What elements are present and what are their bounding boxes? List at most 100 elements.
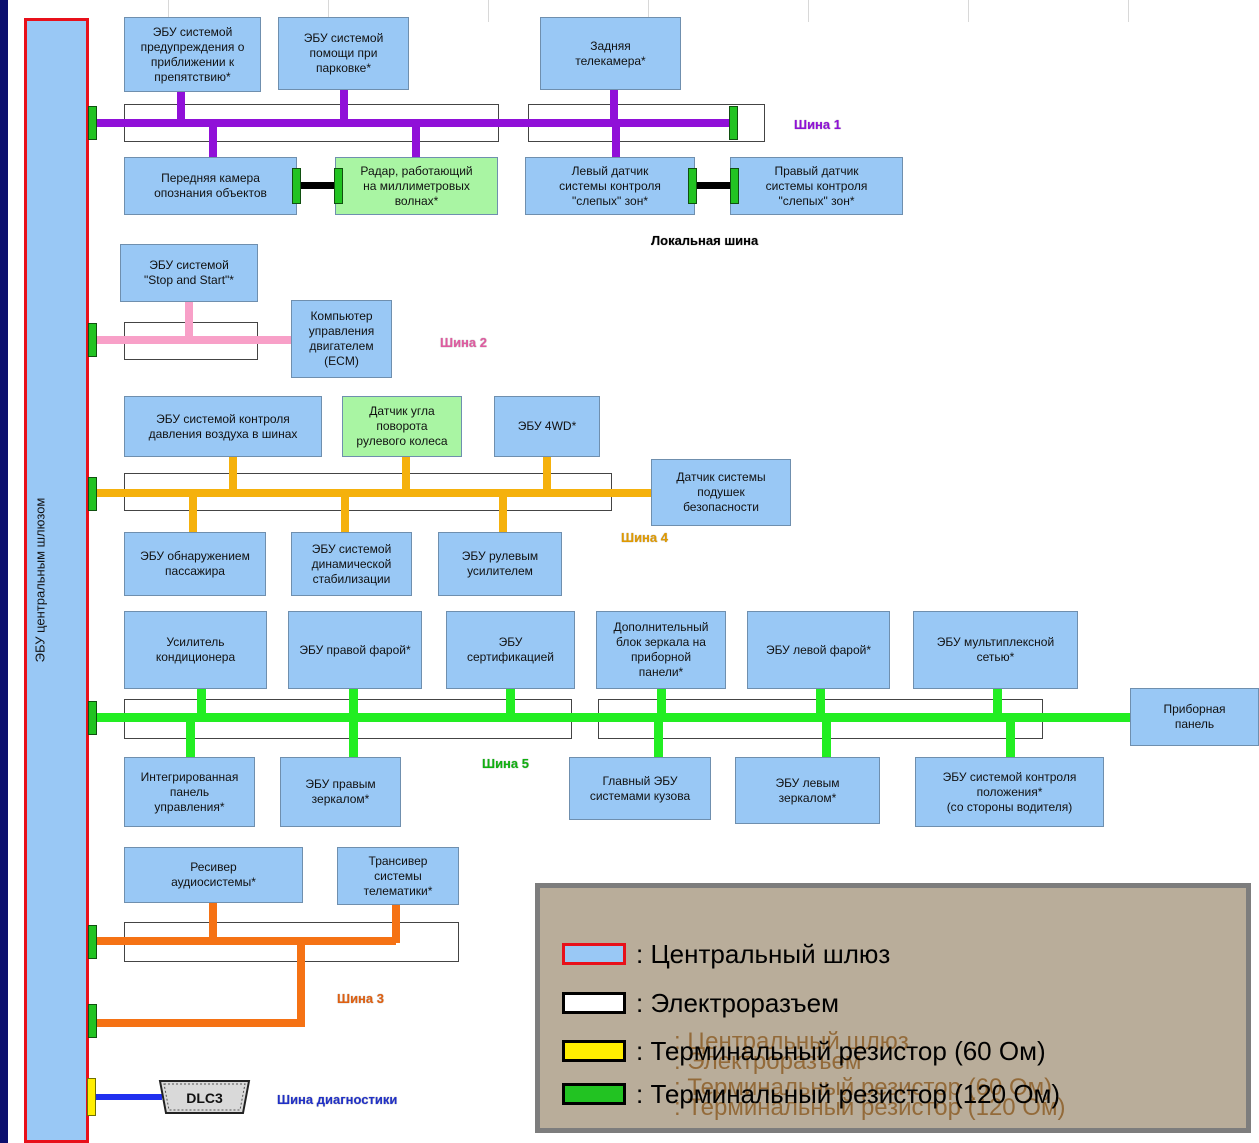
ecu-box: ЭБУ системой предупреждения о приближени… xyxy=(124,17,261,92)
bus-2-line xyxy=(96,336,292,344)
ecu-box: ЭБУ системой контроля давления воздуха в… xyxy=(124,396,322,457)
bus-5-stub xyxy=(816,688,825,718)
bus-3-line xyxy=(96,937,396,945)
ruler-tick xyxy=(648,0,649,22)
bus-5-stub xyxy=(506,688,515,718)
legend-text: : Электроразъем xyxy=(636,987,839,1018)
legend-swatch-gateway xyxy=(562,943,626,965)
central-gateway-label: ЭБУ центральным шлюзом xyxy=(32,497,48,663)
ecu-box: ЭБУ мультиплексной сетью* xyxy=(913,611,1078,689)
ecu-box: ЭБУ левым зеркалом* xyxy=(735,757,880,824)
bus-4-label: Шина 4 xyxy=(621,530,668,545)
ecu-box: Датчик угла поворота рулевого колеса xyxy=(342,396,462,457)
dlc3-label: DLC3 xyxy=(186,1090,223,1106)
terminal-resistor-120 xyxy=(88,701,97,735)
bus-1-stub xyxy=(177,90,185,123)
terminal-resistor-120 xyxy=(729,106,738,140)
ecu-box: ЭБУ левой фарой* xyxy=(747,611,890,689)
ecu-box: Компьютер управления двигателем (ECM) xyxy=(291,300,392,378)
bus-1-stub xyxy=(340,90,348,123)
bus-2-label: Шина 2 xyxy=(440,335,487,350)
legend-swatch-connector xyxy=(562,992,626,1014)
ecu-box: ЭБУ 4WD* xyxy=(494,396,600,457)
bus-3-label: Шина 3 xyxy=(337,991,384,1006)
bus-5-stub xyxy=(1006,718,1015,758)
bus-4-stub xyxy=(402,457,410,493)
dlc3-connector-icon: DLC3 xyxy=(158,1080,251,1114)
legend-ghost-text: : Терминальный резистор (120 Ом) xyxy=(674,1094,1066,1121)
bus-5-stub xyxy=(654,718,663,758)
ecu-box: Главный ЭБУ системами кузова xyxy=(569,757,711,820)
ecu-box: Дополнительный блок зеркала на приборной… xyxy=(596,611,726,689)
terminal-resistor-120 xyxy=(292,168,301,204)
ecu-box: Приборная панель xyxy=(1130,688,1259,746)
legend: : Центральный шлюз : Электроразъем : Тер… xyxy=(535,883,1251,1133)
ruler-tick xyxy=(1128,0,1129,22)
local-bus-line xyxy=(300,182,336,189)
legend-swatch-120ohm xyxy=(562,1083,626,1105)
ecu-box: ЭБУ правым зеркалом* xyxy=(280,757,401,827)
bus-3-stub xyxy=(209,903,217,941)
ruler-tick xyxy=(168,0,169,22)
ecu-box: Передняя камера опознания объектов xyxy=(124,157,297,215)
ecu-box: Левый датчик системы контроля "слепых" з… xyxy=(525,157,695,215)
ecu-box: ЭБУ системой "Stop and Start"* xyxy=(120,244,258,302)
terminal-resistor-120 xyxy=(88,477,97,511)
diag-bus-label: Шина диагностики xyxy=(277,1092,398,1107)
bus-4-stub xyxy=(229,457,237,493)
ruler-tick xyxy=(328,0,329,22)
bus-4-stub xyxy=(189,493,197,533)
legend-text: : Центральный шлюз xyxy=(636,938,891,969)
legend-swatch-60ohm xyxy=(562,1040,626,1062)
terminal-resistor-60 xyxy=(87,1078,96,1116)
bus-4-stub xyxy=(499,493,507,533)
ecu-box: ЭБУ системой помощи при парковке* xyxy=(278,17,409,90)
bus-1-stub xyxy=(612,123,620,159)
diag-bus-line xyxy=(96,1094,162,1100)
bus-3-line xyxy=(96,1019,305,1027)
bus-5-line xyxy=(96,713,1132,722)
legend-ghost-text: : Электроразъем xyxy=(674,1048,862,1075)
bus-1-stub xyxy=(412,123,420,159)
bus-5-stub xyxy=(186,718,195,758)
ecu-box: ЭБУ сертификацией xyxy=(446,611,575,689)
bus-1-stub xyxy=(209,123,217,159)
terminal-resistor-120 xyxy=(688,168,697,204)
ecu-box: Датчик системы подушек безопасности xyxy=(651,459,791,526)
bus-5-stub xyxy=(657,688,666,718)
legend-item: : Терминальный резистор (60 Ом) xyxy=(562,1033,1046,1069)
bus-5-stub xyxy=(993,688,1002,718)
ecu-box: Усилитель кондиционера xyxy=(124,611,267,689)
bus-5-label: Шина 5 xyxy=(482,756,529,771)
terminal-resistor-120 xyxy=(730,168,739,204)
bus-5-stub xyxy=(822,718,831,758)
ecu-box: Интегрированная панель управления* xyxy=(124,757,255,827)
legend-text: : Терминальный резистор (60 Ом) xyxy=(636,1035,1046,1066)
bus-4-stub xyxy=(341,493,349,533)
bus-4-stub xyxy=(543,457,551,493)
bus-3-stub xyxy=(392,905,400,943)
terminal-resistor-120 xyxy=(88,323,97,357)
central-gateway xyxy=(24,18,89,1143)
bus-5-stub xyxy=(349,688,358,718)
ruler-tick xyxy=(968,0,969,22)
ecu-box: Ресивер аудиосистемы* xyxy=(124,847,303,903)
ecu-box: ЭБУ правой фарой* xyxy=(288,611,422,689)
legend-ghost-text: : Центральный шлюз xyxy=(674,1028,909,1055)
ecu-box: Задняя телекамера* xyxy=(540,17,681,90)
ruler-tick xyxy=(808,0,809,22)
bus-1-stub xyxy=(610,90,618,123)
ecu-box: ЭБУ системой контроля положения* (со сто… xyxy=(915,757,1104,827)
legend-ghost-text: : Терминальный резистор (60 Ом) xyxy=(674,1074,1053,1101)
ecu-box: Радар, работающий на миллиметровых волна… xyxy=(335,157,498,215)
ecu-box: Трансивер системы телематики* xyxy=(337,847,459,905)
bus-3-stub xyxy=(297,937,305,1027)
local-bus-line xyxy=(696,182,732,189)
ecu-box: ЭБУ обнаружением пассажира xyxy=(124,532,266,596)
legend-item: : Электроразъем xyxy=(562,985,839,1021)
ruler-tick xyxy=(488,0,489,22)
bus-4-line xyxy=(96,489,652,497)
local-bus-label: Локальная шина xyxy=(651,233,759,248)
legend-item: : Центральный шлюз xyxy=(562,936,890,972)
legend-item: : Терминальный резистор (120 Ом) xyxy=(562,1076,1060,1112)
